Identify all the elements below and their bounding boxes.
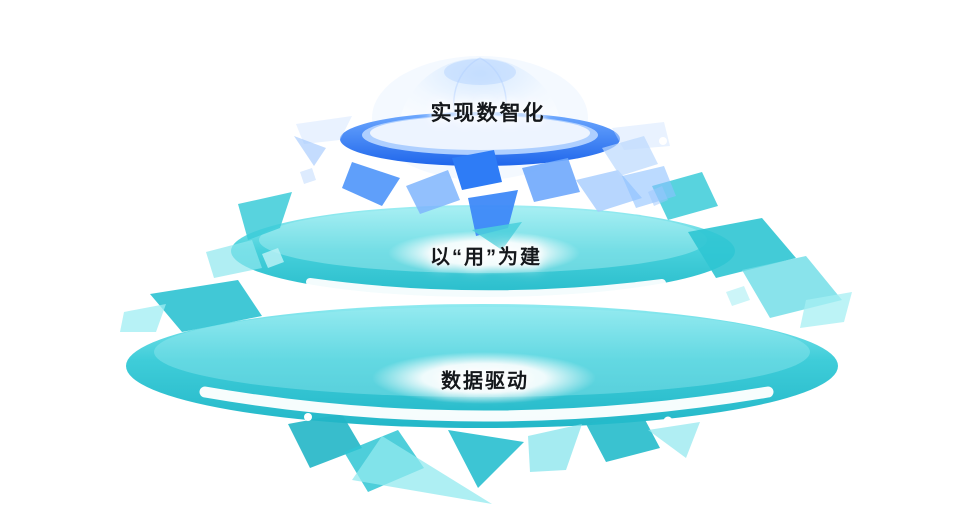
rim-dot — [596, 294, 602, 300]
right-crystal-decoration — [652, 172, 852, 328]
blue-crystal-fountain — [294, 136, 676, 250]
bottom-tier-platform — [126, 304, 838, 428]
top-tier-label: 实现数智化 — [430, 102, 546, 125]
rim-dot — [678, 287, 686, 295]
dome-cap-tint — [444, 59, 516, 85]
middle-tier-platform — [227, 205, 735, 300]
middle-tier-label: 以“用”为建 — [430, 246, 542, 269]
rim-dot — [175, 401, 185, 411]
wing-streak-left — [296, 116, 352, 144]
rim-dot — [779, 404, 789, 414]
rim-dot — [659, 137, 667, 145]
bottom-tier-label: 数据驱动 — [441, 370, 529, 393]
bottom-crystal-decoration — [288, 414, 700, 504]
top-tier — [292, 56, 670, 180]
middle-label-glow — [388, 231, 580, 275]
left-crystal-decoration — [120, 192, 292, 332]
bottom-rim-highlight — [175, 386, 789, 426]
bottom-label-glow — [372, 352, 596, 404]
rim-dot — [304, 413, 312, 421]
rim-dot — [663, 416, 673, 426]
top-platform-surface — [370, 116, 590, 150]
bottom-platform-sheen — [154, 307, 810, 397]
